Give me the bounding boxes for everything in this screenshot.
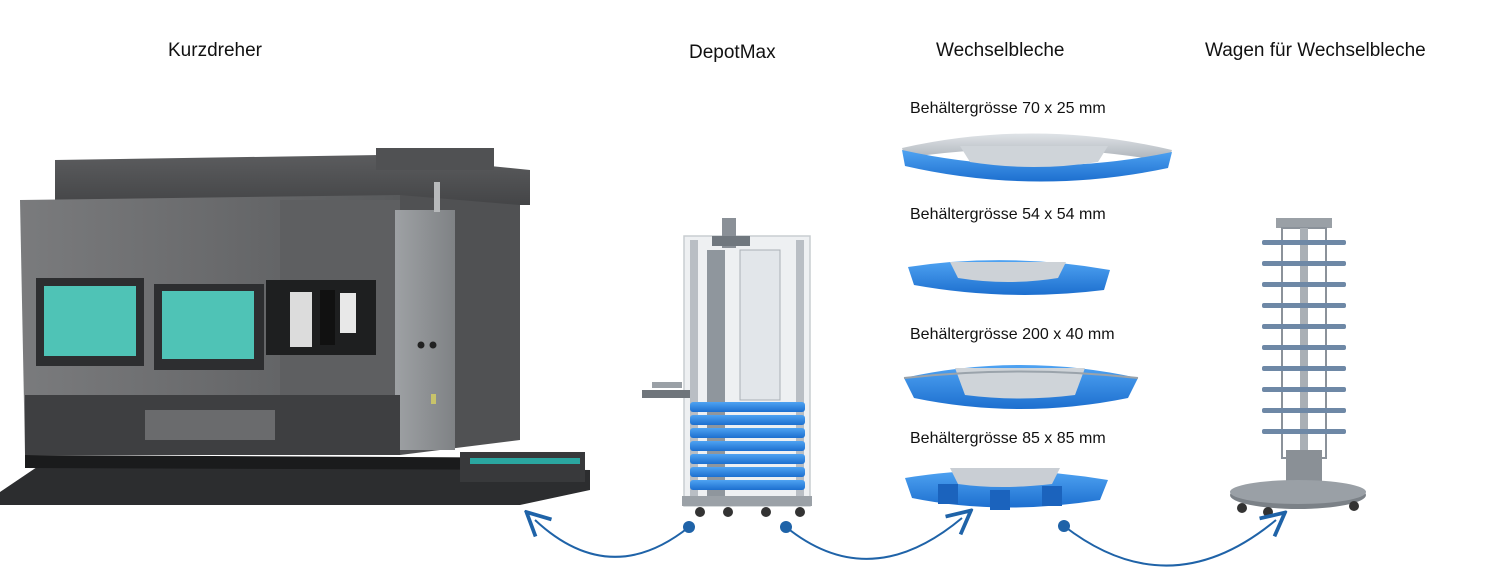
arrow-depotmax-to-kurzdreher xyxy=(535,520,690,558)
tray-200x40-illustration xyxy=(903,365,1139,409)
tray-70x25-illustration xyxy=(902,133,1172,182)
arrow-depotmax-to-wechselbleche xyxy=(785,518,962,560)
wagen-tray-levels xyxy=(1262,240,1346,434)
wagen-cart-illustration xyxy=(1230,218,1366,517)
machine-chip-conveyor xyxy=(460,452,585,482)
tray-85x85-illustration xyxy=(905,468,1108,510)
title-wechselbleche: Wechselbleche xyxy=(936,40,1065,61)
arrow-wechselbleche-to-wagen xyxy=(1063,520,1276,567)
title-kurzdreher: Kurzdreher xyxy=(168,40,262,61)
depotmax-illustration xyxy=(642,218,812,517)
machine-base-rail xyxy=(25,455,580,470)
tray-54x54-illustration xyxy=(908,260,1110,295)
machine-base-plate xyxy=(0,465,590,505)
kurzdreher-machine-illustration xyxy=(0,148,590,505)
size-label-54x54: Behältergrösse 54 x 54 mm xyxy=(910,206,1106,223)
size-label-200x40: Behältergrösse 200 x 40 mm xyxy=(910,326,1115,343)
title-depotmax: DepotMax xyxy=(689,42,776,63)
machine-window-left xyxy=(44,286,136,356)
connector-arrows xyxy=(535,518,1276,567)
machine-window-right xyxy=(162,291,254,359)
size-label-70x25: Behältergrösse 70 x 25 mm xyxy=(910,100,1106,117)
depotmax-tray-stack xyxy=(690,402,805,490)
size-label-85x85: Behältergrösse 85 x 85 mm xyxy=(910,430,1106,447)
title-wagen: Wagen für Wechselbleche xyxy=(1205,40,1426,61)
